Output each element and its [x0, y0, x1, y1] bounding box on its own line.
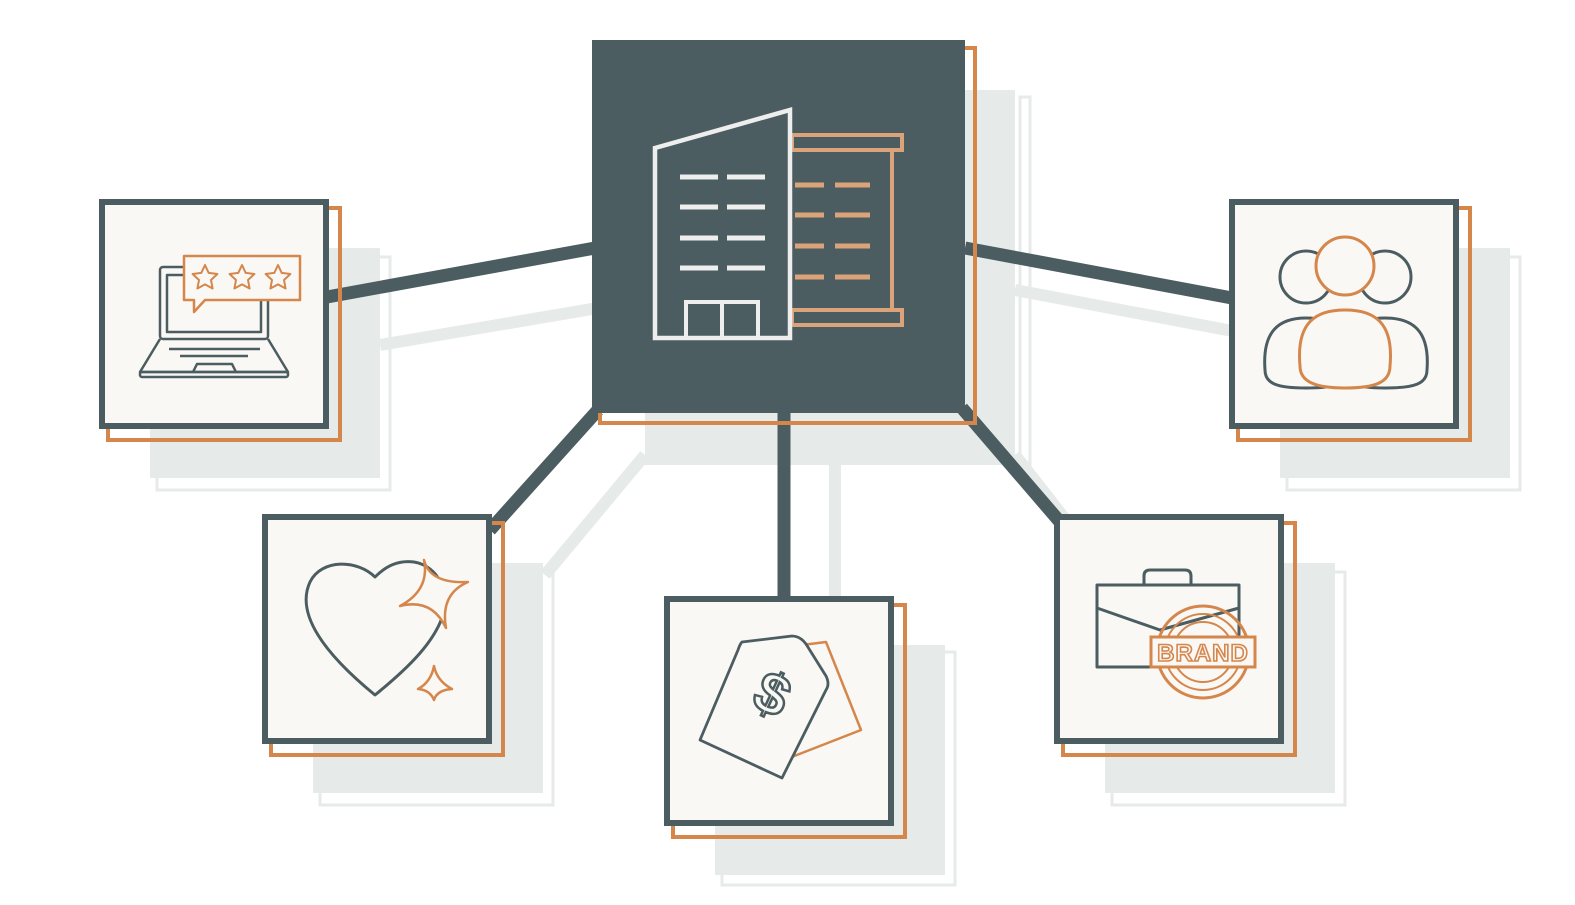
connector-reviews: [325, 241, 597, 304]
heart-sparkle-icon: [304, 558, 470, 702]
node-pricing: $: [664, 596, 907, 839]
connector-customers: [963, 241, 1234, 305]
people-group-icon: [1263, 235, 1429, 390]
connectors: [325, 241, 1234, 600]
dollar-price-tag-icon: $: [698, 634, 863, 780]
brand-stamp-text: BRAND: [1157, 640, 1249, 667]
briefcase-brand-stamp-icon: BRAND: [1095, 568, 1257, 700]
office-building-icon: [652, 107, 904, 341]
node-customers: [1229, 199, 1472, 442]
laptop-star-rating-icon: [138, 254, 302, 379]
connector-brand: [957, 403, 1065, 527]
node-reviews: [99, 199, 342, 442]
connector-loyalty: [485, 405, 603, 535]
hub-building: [592, 40, 977, 425]
node-brand: BRAND: [1054, 514, 1297, 757]
node-loyalty: [262, 514, 505, 757]
